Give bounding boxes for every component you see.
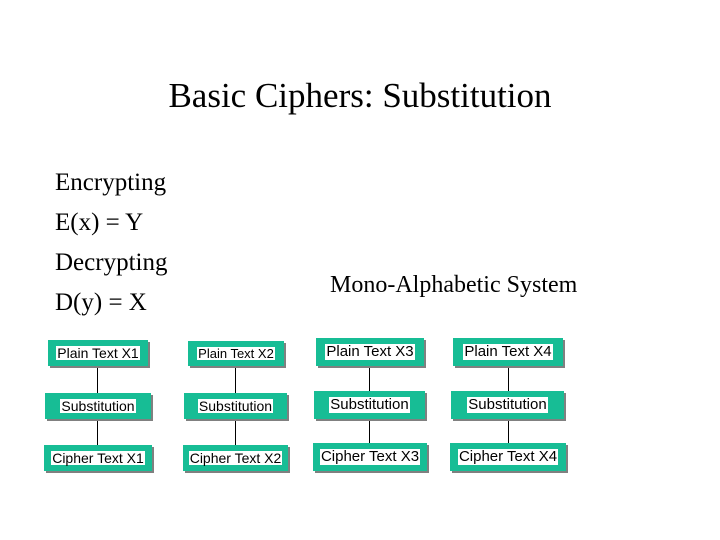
node-label-cipher-text-3: Cipher Text X3 xyxy=(319,448,421,466)
node-label-cipher-text-4: Cipher Text X4 xyxy=(457,448,559,466)
body-line-decrypting: Decrypting xyxy=(55,249,168,276)
body-text-block: Encrypting E(x) = Y Decrypting D(y) = X xyxy=(55,163,315,323)
node-label-plain-text-4: Plain Text X4 xyxy=(463,343,553,361)
node-label-substitution-4: Substitution xyxy=(467,396,548,414)
node-label-cipher-text-2: Cipher Text X2 xyxy=(188,449,283,466)
node-cipher-text-4[interactable]: Cipher Text X4 xyxy=(450,443,566,471)
body-line-encrypt-formula: E(x) = Y xyxy=(55,209,144,236)
connector-substitution-to-cipher-1 xyxy=(97,420,98,448)
node-plain-text-1[interactable]: Plain Text X1 xyxy=(48,340,148,366)
connector-plain-to-substitution-3 xyxy=(369,366,370,396)
node-label-cipher-text-1: Cipher Text X1 xyxy=(51,449,145,466)
node-plain-text-3[interactable]: Plain Text X3 xyxy=(316,338,424,366)
node-plain-text-2[interactable]: Plain Text X2 xyxy=(188,341,284,366)
node-cipher-text-3[interactable]: Cipher Text X3 xyxy=(313,443,427,471)
body-line-decrypt-formula: D(y) = X xyxy=(55,289,147,316)
node-label-plain-text-2: Plain Text X2 xyxy=(197,345,275,361)
node-plain-text-4[interactable]: Plain Text X4 xyxy=(453,338,563,366)
node-label-substitution-2: Substitution xyxy=(197,397,274,414)
connector-substitution-to-cipher-2 xyxy=(235,420,236,448)
node-label-substitution-3: Substitution xyxy=(329,396,410,414)
connector-substitution-to-cipher-4 xyxy=(508,420,509,446)
node-substitution-3[interactable]: Substitution xyxy=(314,391,425,419)
node-label-substitution-1: Substitution xyxy=(60,397,136,414)
node-label-plain-text-3: Plain Text X3 xyxy=(325,343,415,361)
page-title: Basic Ciphers: Substitution xyxy=(168,76,552,115)
node-cipher-text-1[interactable]: Cipher Text X1 xyxy=(44,445,152,471)
node-substitution-4[interactable]: Substitution xyxy=(451,391,564,419)
connector-plain-to-substitution-2 xyxy=(235,368,236,396)
body-line-encrypting: Encrypting xyxy=(55,169,167,196)
node-substitution-1[interactable]: Substitution xyxy=(45,393,151,419)
node-cipher-text-2[interactable]: Cipher Text X2 xyxy=(183,445,288,471)
connector-plain-to-substitution-1 xyxy=(97,368,98,396)
connector-plain-to-substitution-4 xyxy=(508,366,509,396)
node-label-plain-text-1: Plain Text X1 xyxy=(56,344,140,361)
caption-mono-alphabetic-system: Mono-Alphabetic System xyxy=(330,272,578,298)
node-substitution-2[interactable]: Substitution xyxy=(184,393,287,419)
connector-substitution-to-cipher-3 xyxy=(369,420,370,446)
